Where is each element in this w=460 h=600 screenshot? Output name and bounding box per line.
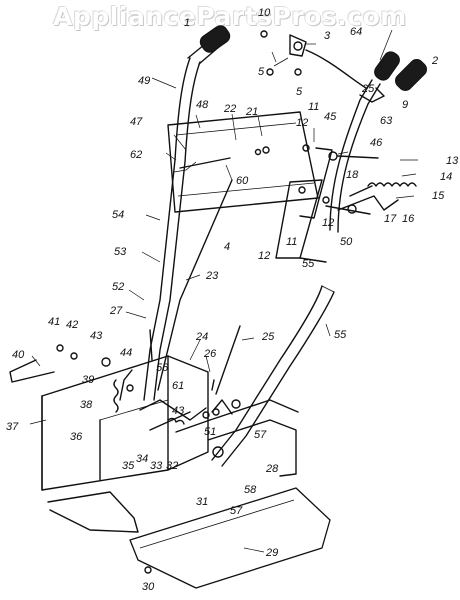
- part-label-47: 47: [130, 116, 143, 128]
- part-label-11b: 11: [286, 236, 297, 248]
- part-label-31: 31: [196, 496, 208, 508]
- part-label-57b: 57: [230, 505, 243, 517]
- part-label-43a: 43: [90, 330, 103, 342]
- left-handle-assembly: [143, 25, 231, 401]
- lower-long-handle: [211, 285, 335, 467]
- part-label-60: 60: [236, 175, 249, 187]
- part-label-44: 44: [120, 347, 132, 359]
- lower-linkage-parts: [9, 325, 241, 574]
- part-label-61: 61: [172, 380, 184, 392]
- part-label-24: 24: [195, 331, 208, 343]
- part-label-5b: 5: [296, 86, 303, 98]
- right-handle-assembly: [273, 34, 427, 233]
- part-label-4: 4: [224, 241, 230, 253]
- part-label-50: 50: [340, 236, 353, 248]
- part-label-46: 46: [370, 137, 383, 149]
- part-label-27: 27: [109, 305, 123, 317]
- part-label-25a: 25: [261, 331, 275, 343]
- part-label-25b: 25: [361, 83, 375, 95]
- part-label-43b: 43: [172, 405, 185, 417]
- part-label-35: 35: [122, 460, 135, 472]
- part-label-21: 21: [245, 106, 258, 118]
- part-label-29: 29: [265, 547, 278, 559]
- part-label-12a: 12: [296, 117, 308, 129]
- part-label-28: 28: [265, 463, 279, 475]
- part-label-14: 14: [440, 171, 452, 183]
- part-label-58: 58: [244, 484, 257, 496]
- part-label-40: 40: [12, 349, 25, 361]
- part-label-51: 51: [204, 426, 216, 438]
- part-label-32: 32: [166, 460, 178, 472]
- part-label-12c: 12: [258, 250, 270, 262]
- part-label-54: 54: [112, 209, 124, 221]
- part-label-62: 62: [130, 149, 142, 161]
- part-label-11a: 11: [308, 101, 319, 113]
- part-label-34: 34: [136, 453, 148, 465]
- part-label-63: 63: [380, 115, 393, 127]
- part-label-55b: 55: [334, 329, 347, 341]
- part-label-22: 22: [223, 103, 236, 115]
- part-label-42: 42: [66, 319, 78, 331]
- part-label-36: 36: [70, 431, 83, 443]
- part-label-56: 56: [156, 362, 169, 374]
- part-label-9: 9: [402, 99, 408, 111]
- part-label-23: 23: [205, 270, 219, 282]
- part-label-1: 1: [184, 17, 190, 29]
- part-label-45: 45: [324, 111, 337, 123]
- part-label-57a: 57: [254, 429, 267, 441]
- part-label-15: 15: [432, 190, 445, 202]
- control-rods: [157, 157, 233, 391]
- part-label-39: 39: [82, 374, 94, 386]
- part-label-17: 17: [384, 213, 397, 225]
- part-label-2: 2: [431, 55, 438, 67]
- part-label-41: 41: [48, 316, 60, 328]
- part-label-3: 3: [324, 30, 331, 42]
- part-labels: 1 2 3 4 5 5 9 10 11 11 12 12 12 13 14 15…: [6, 7, 459, 593]
- part-label-26: 26: [203, 348, 217, 360]
- part-label-5a: 5: [258, 66, 265, 78]
- spring-and-linkage: [325, 182, 417, 215]
- bottom-plate: [129, 487, 331, 589]
- part-label-12b: 12: [322, 217, 334, 229]
- part-label-48: 48: [196, 99, 209, 111]
- upper-fasteners: [254, 30, 330, 204]
- part-label-53: 53: [114, 246, 127, 258]
- part-label-52: 52: [112, 281, 124, 293]
- part-label-10: 10: [258, 7, 271, 19]
- part-label-38: 38: [80, 399, 93, 411]
- part-label-13: 13: [446, 155, 459, 167]
- lower-housing: [41, 355, 299, 533]
- watermark: AppliancePartsPros.com: [53, 2, 407, 31]
- part-label-16: 16: [402, 213, 415, 225]
- part-label-49: 49: [138, 75, 150, 87]
- part-label-30: 30: [142, 581, 155, 593]
- part-label-55a: 55: [302, 258, 315, 270]
- leader-lines: [29, 29, 418, 553]
- part-label-18: 18: [346, 169, 359, 181]
- right-brackets: [275, 147, 379, 263]
- part-label-64: 64: [350, 26, 362, 38]
- part-label-37: 37: [6, 421, 19, 433]
- part-label-33: 33: [150, 460, 163, 472]
